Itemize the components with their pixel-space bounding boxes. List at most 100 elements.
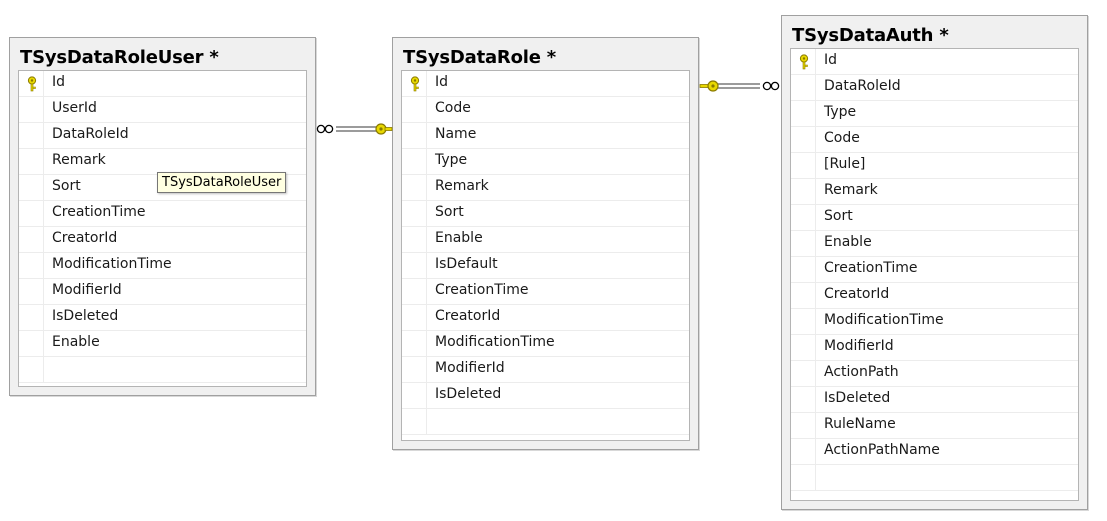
row-selector[interactable] — [402, 97, 427, 122]
column-row[interactable]: DataRoleId — [19, 123, 306, 149]
row-selector[interactable] — [19, 149, 44, 174]
column-row[interactable]: CreationTime — [402, 279, 689, 305]
row-selector[interactable] — [791, 179, 816, 204]
row-selector[interactable] — [19, 331, 44, 356]
column-row[interactable]: Id — [402, 71, 689, 97]
row-selector[interactable] — [402, 253, 427, 278]
row-selector[interactable] — [791, 283, 816, 308]
column-name: Code — [435, 100, 471, 116]
column-row[interactable]: CreationTime — [791, 257, 1078, 283]
row-selector[interactable] — [19, 253, 44, 278]
row-selector[interactable] — [402, 279, 427, 304]
column-row[interactable]: ModifierId — [791, 335, 1078, 361]
column-name: RuleName — [824, 416, 896, 432]
row-selector[interactable] — [791, 335, 816, 360]
row-selector[interactable] — [791, 231, 816, 256]
empty-row[interactable] — [19, 357, 306, 383]
relationship-role-auth[interactable] — [699, 80, 780, 92]
column-row[interactable]: UserId — [19, 97, 306, 123]
row-selector[interactable] — [402, 123, 427, 148]
row-selector[interactable] — [19, 175, 44, 200]
column-row[interactable]: Code — [791, 127, 1078, 153]
row-selector[interactable] — [791, 153, 816, 178]
row-selector[interactable] — [402, 331, 427, 356]
column-row[interactable]: Code — [402, 97, 689, 123]
column-row[interactable]: CreatorId — [19, 227, 306, 253]
row-selector[interactable] — [791, 205, 816, 230]
row-selector[interactable] — [791, 49, 816, 74]
column-row[interactable]: ModifierId — [402, 357, 689, 383]
column-row[interactable]: RuleName — [791, 413, 1078, 439]
column-row[interactable]: ModificationTime — [791, 309, 1078, 335]
row-selector[interactable] — [791, 413, 816, 438]
column-row[interactable]: Remark — [791, 179, 1078, 205]
column-row[interactable]: ActionPathName — [791, 439, 1078, 465]
column-row[interactable]: CreatorId — [402, 305, 689, 331]
row-selector[interactable] — [402, 227, 427, 252]
row-selector[interactable] — [19, 357, 44, 382]
column-name: CreationTime — [824, 260, 918, 276]
row-selector[interactable] — [791, 257, 816, 282]
row-selector[interactable] — [402, 149, 427, 174]
column-row[interactable]: Enable — [19, 331, 306, 357]
row-selector[interactable] — [402, 409, 427, 434]
column-row[interactable]: Id — [791, 49, 1078, 75]
empty-row[interactable] — [402, 409, 689, 435]
column-row[interactable]: Type — [402, 149, 689, 175]
column-name: Type — [824, 104, 857, 120]
row-selector[interactable] — [402, 357, 427, 382]
row-selector[interactable] — [19, 201, 44, 226]
row-selector[interactable] — [402, 201, 427, 226]
row-selector[interactable] — [791, 127, 816, 152]
column-row[interactable]: Enable — [791, 231, 1078, 257]
row-selector[interactable] — [791, 309, 816, 334]
column-row[interactable]: Id — [19, 71, 306, 97]
column-name: [Rule] — [824, 156, 866, 172]
column-row[interactable]: Name — [402, 123, 689, 149]
row-selector[interactable] — [19, 305, 44, 330]
column-row[interactable]: [Rule] — [791, 153, 1078, 179]
column-row[interactable]: ActionPath — [791, 361, 1078, 387]
column-row[interactable]: Sort — [19, 175, 306, 201]
row-selector[interactable] — [402, 175, 427, 200]
column-name: Remark — [52, 152, 106, 168]
row-selector[interactable] — [791, 361, 816, 386]
column-row[interactable]: IsDeleted — [402, 383, 689, 409]
column-row[interactable]: CreationTime — [19, 201, 306, 227]
column-row[interactable]: ModifierId — [19, 279, 306, 305]
column-row[interactable]: IsDeleted — [791, 387, 1078, 413]
column-row[interactable]: Type — [791, 101, 1078, 127]
row-selector[interactable] — [19, 227, 44, 252]
row-selector[interactable] — [791, 101, 816, 126]
key-icon — [375, 123, 393, 135]
row-selector[interactable] — [791, 387, 816, 412]
row-selector[interactable] — [19, 97, 44, 122]
relationship-roleuser-role[interactable] — [316, 123, 393, 135]
column-row[interactable]: IsDefault — [402, 253, 689, 279]
column-row[interactable]: Sort — [402, 201, 689, 227]
column-name: IsDefault — [435, 256, 498, 272]
row-selector[interactable] — [402, 71, 427, 96]
column-row[interactable]: DataRoleId — [791, 75, 1078, 101]
column-row[interactable]: Enable — [402, 227, 689, 253]
infinity-icon — [316, 124, 334, 134]
row-selector[interactable] — [19, 279, 44, 304]
row-selector[interactable] — [402, 383, 427, 408]
column-row[interactable]: Sort — [791, 205, 1078, 231]
row-selector[interactable] — [19, 123, 44, 148]
column-row[interactable]: ModificationTime — [19, 253, 306, 279]
row-selector[interactable] — [791, 75, 816, 100]
column-row[interactable]: IsDeleted — [19, 305, 306, 331]
row-selector[interactable] — [791, 465, 816, 490]
row-selector[interactable] — [791, 439, 816, 464]
column-row[interactable]: ModificationTime — [402, 331, 689, 357]
column-row[interactable]: Remark — [402, 175, 689, 201]
row-selector[interactable] — [402, 305, 427, 330]
row-selector[interactable] — [19, 71, 44, 96]
empty-row[interactable] — [791, 465, 1078, 491]
column-row[interactable]: CreatorId — [791, 283, 1078, 309]
